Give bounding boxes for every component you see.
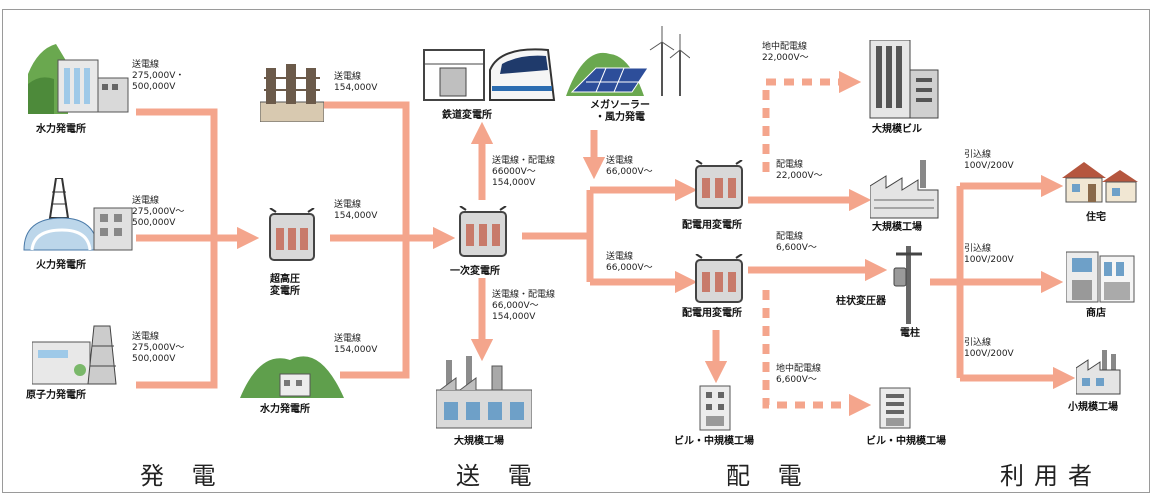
hydro-to-ultra-arrow	[136, 108, 218, 238]
utility-pole-icon	[893, 246, 922, 324]
small-hydro-name: 水力発電所	[260, 404, 310, 415]
thermal-plant-icon	[23, 178, 133, 251]
small-factory-name: 小規模工場	[1068, 402, 1118, 413]
small-hydro-to-primary-arrow	[340, 238, 410, 379]
hydro-plant-name: 水力発電所	[36, 124, 86, 135]
small-hydro-icon	[240, 356, 344, 398]
underground-top-label: 地中配電線 22,000V〜	[762, 42, 809, 63]
large-building-icon	[869, 40, 939, 119]
mega-solar-name: メガソーラー ・風力発電	[590, 100, 650, 123]
section-transmission: 送 電	[456, 462, 542, 490]
power-plant-towers-icon	[260, 64, 324, 122]
service-factory-label: 引込線 100V/200V	[964, 338, 1014, 359]
large-building-name: 大規模ビル	[872, 124, 922, 135]
large-factory-tx-name: 大規模工場	[454, 436, 504, 447]
primary-substation-icon	[459, 206, 507, 257]
dist-substation-2-name: 配電用変電所	[682, 308, 742, 319]
primary-down-line-label: 送電線・配電線 66,000V〜 154,000V	[492, 290, 556, 322]
dist2-pole-line-label: 配電線 6,600V〜	[776, 232, 817, 253]
fossil-top-line-label: 送電線 154,000V	[334, 72, 378, 93]
railway-substation-icon	[423, 48, 556, 101]
fossil-top-to-primary-arrow	[296, 101, 410, 238]
hydro-plant-icon	[28, 44, 129, 114]
house-name: 住宅	[1086, 212, 1106, 223]
railway-substation-name: 鉄道変電所	[442, 110, 492, 121]
nuclear-plant-name: 原子力発電所	[26, 390, 86, 401]
small-factory-icon	[1076, 350, 1121, 395]
dist-substation-1-name: 配電用変電所	[682, 220, 742, 231]
solar-line-label: 送電線 66,000V〜	[606, 156, 653, 177]
pole-transformer-name: 柱状変圧器	[836, 296, 886, 307]
dist-substation-2-icon	[695, 254, 743, 303]
building-mid-factory-1-name: ビル・中規模工場	[674, 436, 754, 447]
utility-pole-name: 電柱	[900, 328, 920, 339]
large-factory-dist-icon	[870, 160, 939, 219]
underground-top-arrow	[762, 70, 862, 172]
ultra-substation-icon	[269, 208, 315, 261]
section-distribution: 配 電	[726, 462, 812, 490]
building-mid-factory-2-name: ビル・中規模工場	[866, 436, 946, 447]
thermal-plant-name: 火力発電所	[36, 260, 86, 271]
large-factory-dist-name: 大規模工場	[872, 222, 922, 233]
ultra-out-line-label: 送電線 154,000V	[334, 200, 378, 221]
service-shop-label: 引込線 100V/200V	[964, 244, 1014, 265]
shop-name: 商店	[1086, 308, 1106, 319]
building-mid-factory-1-icon	[699, 385, 731, 431]
shop-icon	[1066, 251, 1135, 303]
mega-solar-wind-icon	[566, 26, 690, 96]
section-users: 利用者	[1000, 462, 1102, 490]
nuclear-line-label: 送電線 275,000V〜 500,000V	[132, 332, 185, 364]
primary-up-line-label: 送電線・配電線 66000V〜 154,000V	[492, 156, 556, 188]
section-generation: 発 電	[140, 462, 226, 490]
primary-substation-name: 一次変電所	[450, 266, 500, 277]
nuclear-plant-icon	[32, 325, 117, 385]
house-icon	[1062, 162, 1138, 203]
small-hydro-line-label: 送電線 154,000V	[334, 334, 378, 355]
building-mid-factory-2-icon	[879, 387, 911, 429]
hydro-line-label: 送電線 275,000V・ 500,000V	[132, 60, 185, 92]
dist-substation-1-icon	[695, 160, 743, 209]
ultra-substation-name: 超高圧 変電所	[270, 274, 300, 297]
dist2-line-label: 送電線 66,000V〜	[606, 252, 653, 273]
dist1-factory-line-label: 配電線 22,000V〜	[776, 160, 823, 181]
underground-bottom-label: 地中配電線 6,600V〜	[776, 364, 822, 385]
large-factory-icon	[436, 356, 532, 429]
nuclear-to-ultra-arrow	[136, 238, 218, 389]
service-house-label: 引込線 100V/200V	[964, 150, 1014, 171]
thermal-line-label: 送電線 275,000V〜 500,000V	[132, 196, 185, 228]
underground-bottom-arrow	[762, 290, 872, 417]
